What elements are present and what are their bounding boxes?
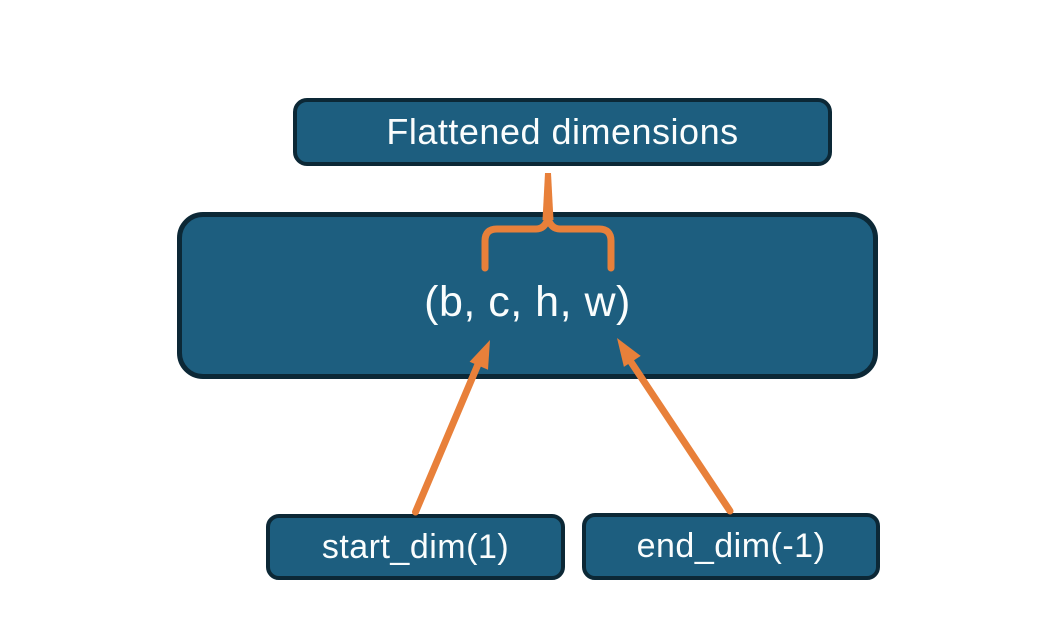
- end-dim-box: end_dim(-1): [582, 513, 880, 580]
- tensor-shape-box: (b, c, h, w): [177, 212, 878, 379]
- end-dim-label: end_dim(-1): [636, 527, 826, 565]
- flattened-dimensions-label: Flattened dimensions: [386, 111, 739, 152]
- start-dim-label: start_dim(1): [321, 527, 510, 566]
- flattened-dimensions-box: Flattened dimensions: [293, 98, 832, 166]
- tensor-shape-label: (b, c, h, w): [424, 278, 631, 326]
- start-dim-box: start_dim(1): [266, 514, 565, 580]
